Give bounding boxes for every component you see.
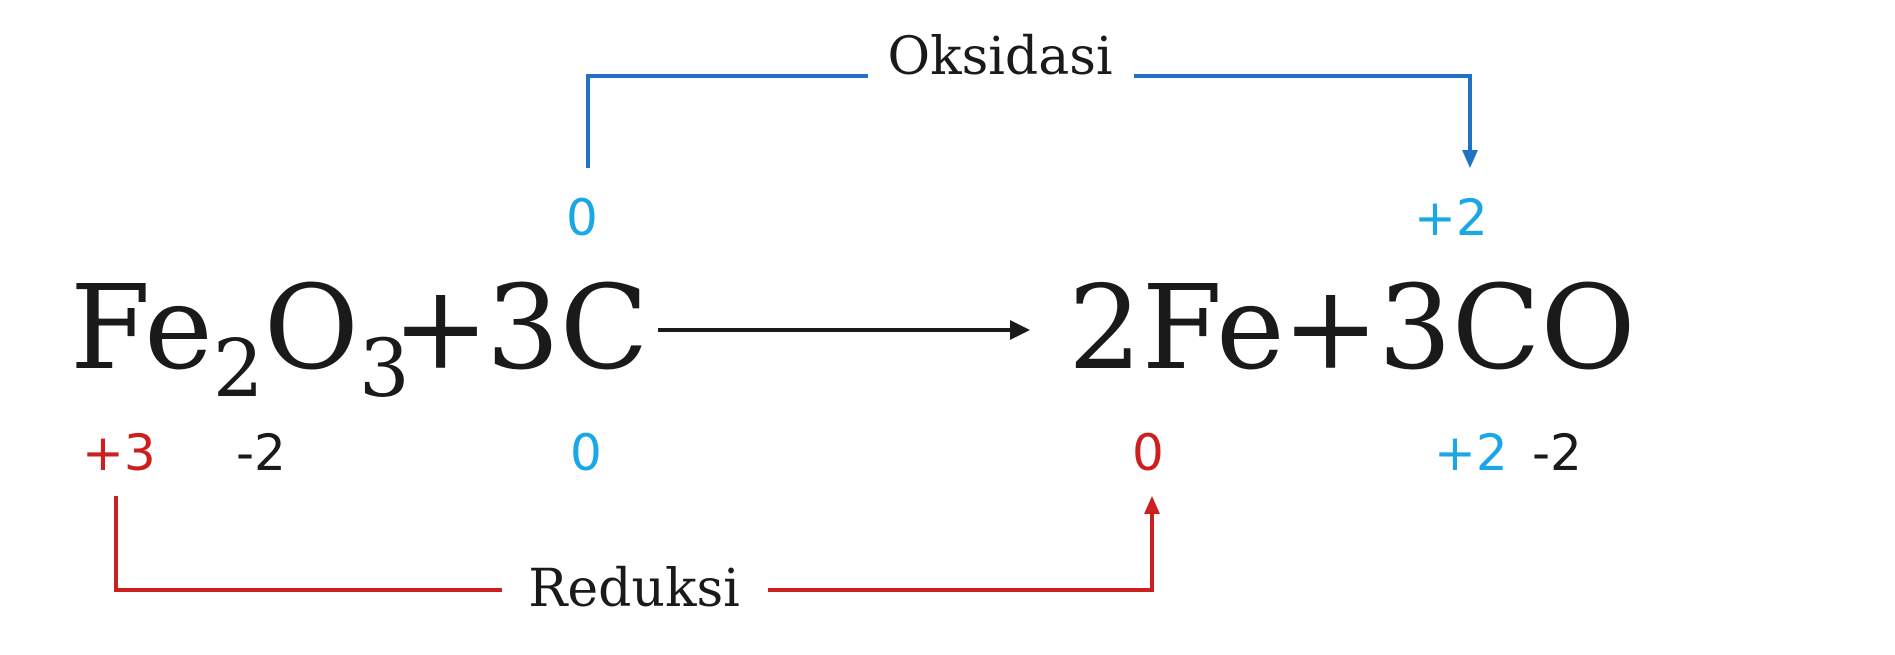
product-3co: 3CO [1378,261,1636,396]
subscript-3: 3 [359,322,410,415]
plus-sign-left: + [392,261,489,396]
subscript-2: 2 [213,322,264,415]
reduction-arrow-head [1144,496,1160,514]
ox-number-c-reactant-bottom: 0 [570,424,602,482]
ox-number-o-product: -2 [1532,424,1582,482]
reactant-fe2o3: Fe2O3 [70,261,410,415]
oxidation-bracket-left [586,74,868,168]
reduction-label: Reduksi [528,559,740,619]
ox-number-fe-product: 0 [1132,424,1164,482]
oxidation-label: Oksidasi [887,27,1112,87]
reaction-arrow-head [1010,320,1030,340]
fe-symbol: Fe [70,261,213,396]
o-symbol: O [264,261,359,396]
ox-number-o-reactant: -2 [236,424,286,482]
product-2fe: 2Fe [1068,261,1285,396]
ox-number-c-reactant-top: 0 [566,189,598,247]
oxidation-arrow-head [1462,150,1478,168]
ox-number-fe-reactant: +3 [82,424,156,482]
ox-number-c-product-bottom: +2 [1434,424,1508,482]
plus-sign-right: + [1282,261,1379,396]
reactant-3c: 3C [486,261,649,396]
reduction-bracket-left [114,496,502,592]
reduction-bracket-right [768,512,1154,592]
oxidation-bracket-right [1134,74,1472,152]
ox-number-c-product-top: +2 [1414,189,1488,247]
